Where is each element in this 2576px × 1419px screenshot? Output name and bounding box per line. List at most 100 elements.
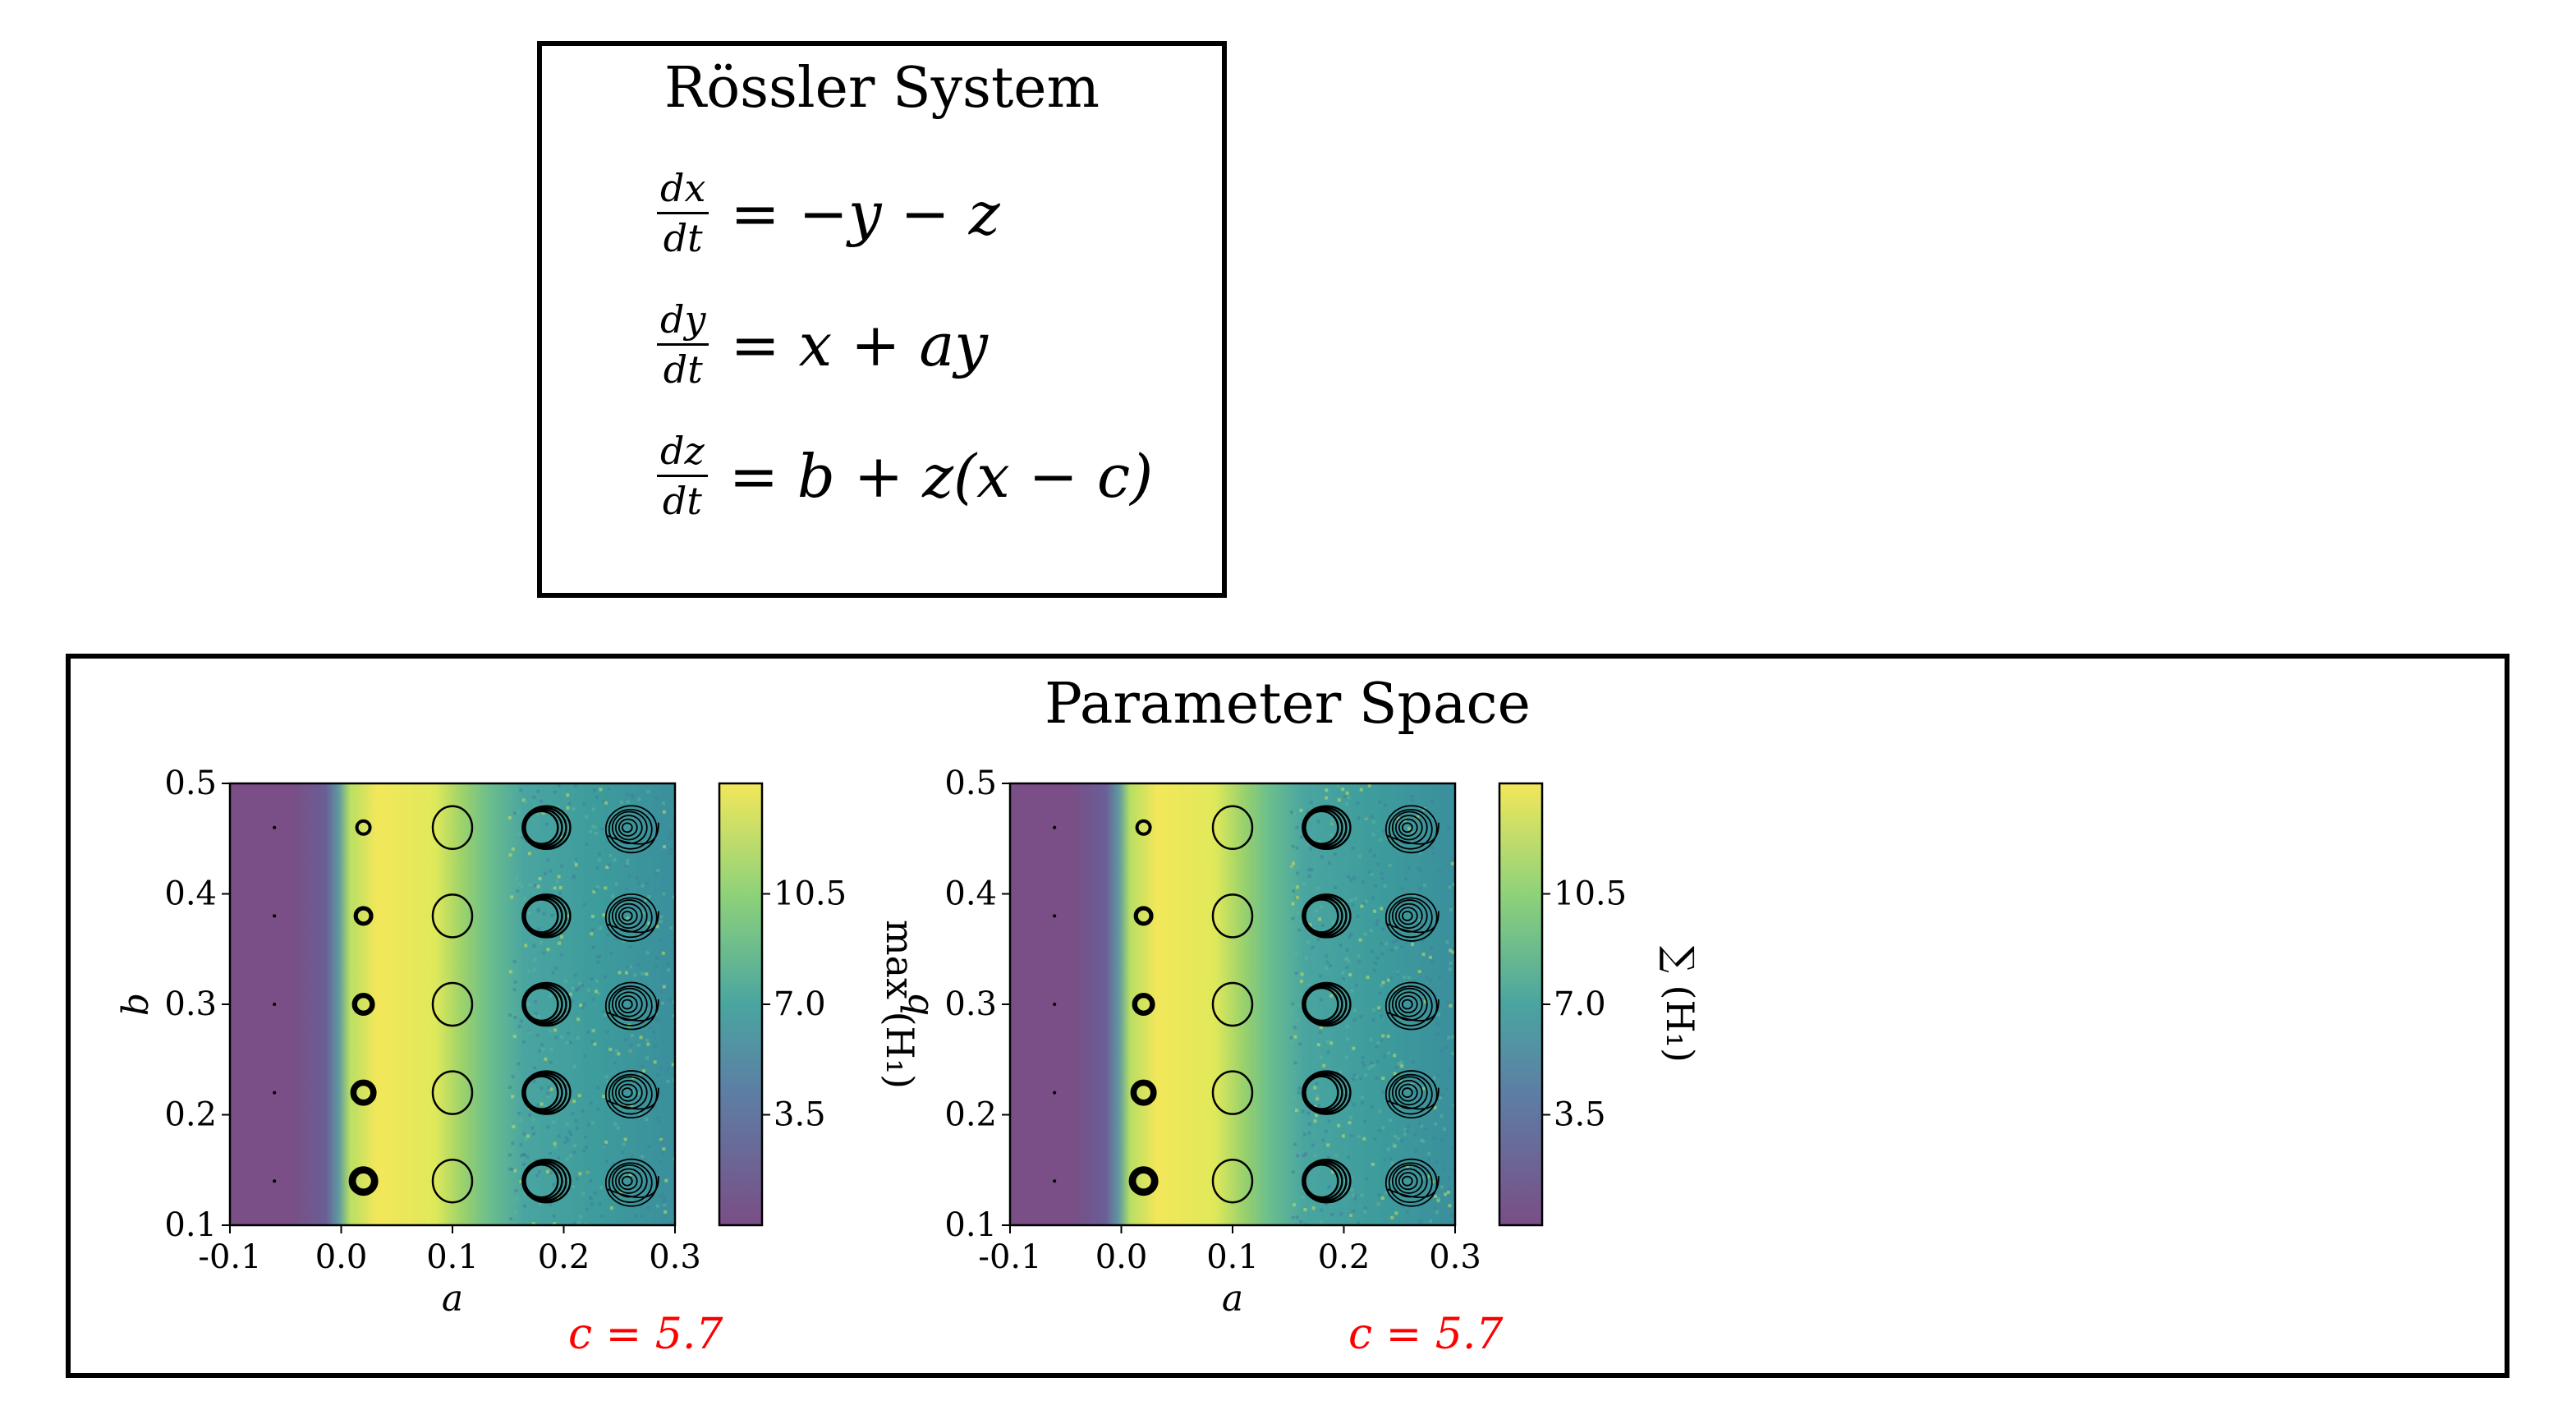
noise-cell	[1327, 1185, 1331, 1189]
fixed-point-dot	[1053, 1091, 1057, 1095]
noise-cell	[1446, 1190, 1450, 1194]
equation-dz-dt: dz dt = b + z(x − c)	[657, 432, 1153, 520]
noise-cell	[1320, 1220, 1324, 1224]
noise-cell	[1407, 866, 1411, 870]
noise-cell	[654, 964, 659, 968]
noise-cell	[603, 1013, 607, 1017]
noise-cell	[628, 1050, 631, 1054]
noise-cell	[1405, 1210, 1409, 1215]
noise-cell	[1452, 946, 1455, 950]
noise-cell	[604, 975, 608, 979]
noise-cell	[1435, 1032, 1440, 1036]
c-parameter-annotation: c = 5.7	[568, 1310, 723, 1359]
noise-cell	[636, 1092, 641, 1095]
noise-cell	[1345, 1182, 1349, 1186]
noise-cell	[626, 858, 630, 862]
noise-cell	[524, 800, 528, 804]
noise-cell	[1352, 1046, 1356, 1050]
noise-cell	[562, 1180, 567, 1184]
noise-cell	[1398, 833, 1403, 837]
noise-cell	[1396, 817, 1400, 820]
noise-cell	[1345, 1093, 1349, 1097]
noise-cell	[1360, 1095, 1364, 1100]
noise-cell	[1372, 1063, 1376, 1068]
noise-cell	[1295, 885, 1299, 889]
colorbar-tick-label: 3.5	[774, 1096, 826, 1134]
noise-cell	[1347, 1155, 1351, 1160]
noise-cell	[553, 1146, 558, 1149]
noise-cell	[601, 800, 605, 804]
period-orbit	[521, 893, 572, 939]
noise-cell	[647, 895, 651, 898]
noise-cell	[628, 1173, 632, 1177]
noise-cell	[528, 852, 531, 856]
noise-cell	[1401, 1099, 1405, 1103]
noise-cell	[1375, 1076, 1379, 1080]
noise-cell	[1371, 1162, 1375, 1166]
noise-cell	[1386, 1147, 1390, 1151]
noise-cell	[1409, 988, 1413, 992]
noise-cell	[1375, 1045, 1379, 1048]
chaotic-spiral	[1398, 907, 1418, 925]
noise-cell	[1291, 886, 1295, 890]
chaotic-spiral	[1394, 1168, 1423, 1194]
noise-cell	[572, 1150, 576, 1155]
fraction-dx-dt: dx dt	[657, 169, 709, 257]
noise-cell	[1426, 990, 1430, 994]
noise-cell	[1313, 1154, 1317, 1158]
noise-cell	[1297, 1086, 1302, 1091]
noise-cell	[1400, 1064, 1404, 1068]
x-tick-label: 0.1	[426, 1238, 479, 1276]
noise-cell	[596, 960, 600, 964]
noise-cell	[1348, 935, 1352, 939]
noise-cell	[590, 977, 594, 981]
noise-cell	[572, 1144, 576, 1148]
noise-cell	[597, 852, 601, 856]
noise-cell	[1364, 899, 1368, 903]
noise-cell	[1361, 1060, 1365, 1064]
noise-cell	[575, 1177, 579, 1181]
noise-cell	[533, 999, 537, 1003]
noise-cell	[572, 1064, 576, 1068]
chaotic-spiral	[608, 1073, 653, 1115]
noise-cell	[1453, 882, 1455, 886]
noise-cell	[517, 882, 521, 886]
noise-cell	[1298, 1042, 1302, 1046]
noise-cell	[622, 939, 626, 943]
noise-cell	[1403, 1127, 1407, 1132]
spiral-tail	[607, 822, 659, 845]
noise-cell	[566, 1138, 570, 1142]
noise-cell	[593, 1042, 597, 1046]
noise-cell	[653, 1104, 657, 1108]
fraction-numerator: dx	[657, 169, 709, 214]
noise-cell	[1378, 1109, 1382, 1114]
noise-cell	[1325, 1040, 1329, 1044]
noise-cell	[1418, 851, 1422, 855]
noise-cell	[1400, 945, 1404, 949]
chaotic-spiral	[1388, 985, 1433, 1026]
noise-cell	[540, 799, 543, 803]
noise-cell	[574, 858, 578, 862]
noise-cell	[1418, 1219, 1422, 1223]
noise-cell	[1418, 1222, 1422, 1225]
limit-cycle-small	[351, 993, 375, 1017]
noise-cell	[659, 1193, 664, 1197]
noise-cell	[581, 984, 585, 987]
noise-cell	[528, 1113, 531, 1117]
noise-cell	[1394, 946, 1398, 950]
noise-cell	[1450, 1035, 1454, 1039]
noise-cell	[1380, 871, 1384, 875]
noise-cell	[622, 1142, 626, 1146]
noise-cell	[1411, 942, 1414, 946]
noise-cell	[1318, 917, 1322, 921]
noise-cell	[1433, 1206, 1437, 1210]
noise-cell	[551, 971, 555, 975]
noise-cell	[1336, 784, 1340, 788]
noise-cell	[1383, 803, 1387, 807]
noise-cell	[1330, 818, 1334, 822]
noise-cell	[1290, 1012, 1293, 1016]
noise-cell	[546, 858, 550, 862]
heatmap-field	[1010, 783, 1455, 1225]
noise-cell	[588, 1196, 592, 1200]
noise-cell	[1289, 864, 1293, 868]
